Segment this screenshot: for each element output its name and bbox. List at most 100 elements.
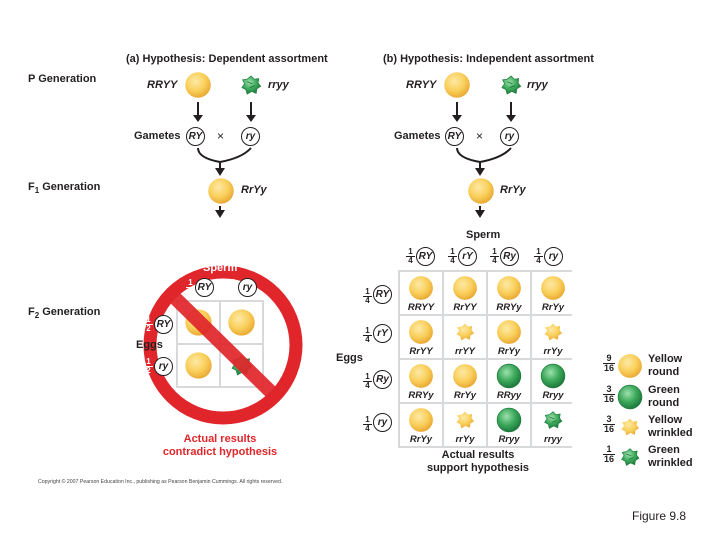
punnett-cell: rryy <box>532 404 574 446</box>
yellow-round-pea-icon <box>407 318 435 346</box>
punnett-cell: RrYY <box>400 316 442 358</box>
punnett-cell: RRYy <box>488 272 530 314</box>
copyright-notice: Copyright © 2007 Pearson Education Inc.,… <box>38 479 283 485</box>
yellow-round-pea-icon <box>451 362 479 390</box>
panel-a-sperm-1: RY <box>195 278 214 297</box>
panel-a-gametes-label: Gametes <box>134 130 181 142</box>
panel-b-sperm-1: RY <box>416 247 435 266</box>
yellow-round-pea-icon <box>495 318 523 346</box>
panel-b-egg-4: ry <box>373 413 392 432</box>
panel-a-egg-1: RY <box>154 315 173 334</box>
panel-a-sperm-2: ry <box>238 278 257 297</box>
panel-b-egg-3: Ry <box>373 370 392 389</box>
yellow-round-pea-icon <box>407 274 435 302</box>
punnett-cell: RrYy <box>532 272 574 314</box>
panel-b-egg-1: RY <box>373 285 392 304</box>
panel-a-parent-yellow-genotype: RRYY <box>147 79 178 91</box>
punnett-cell: Rryy <box>532 360 574 402</box>
punnett-cell-genotype: RRYy <box>408 390 434 401</box>
panel-b-cross-symbol: × <box>476 129 484 143</box>
panel-b-parent-green-genotype: rryy <box>527 79 548 91</box>
punnett-cell-genotype: RrYy <box>409 434 433 445</box>
green-wrinkled-pea-icon <box>541 408 565 432</box>
yellow-round-pea-icon <box>451 274 479 302</box>
punnett-cell: RrYy <box>400 404 442 446</box>
panel-a-f1-genotype: RrYy <box>241 184 267 196</box>
panel-b-gametes-label: Gametes <box>394 130 441 142</box>
punnett-cell-genotype: RrYy <box>541 302 565 313</box>
green-wrinkled-pea-icon <box>618 445 642 469</box>
punnett-cell-genotype: RrYy <box>453 390 477 401</box>
punnett-cell: rrYy <box>532 316 574 358</box>
prohibition-slash <box>168 291 278 399</box>
yellow-round-pea-icon <box>442 70 472 100</box>
green-round-pea-icon <box>495 362 523 390</box>
punnett-cell: rrYY <box>444 316 486 358</box>
yellow-round-pea-icon <box>539 274 567 302</box>
panel-b-f1-yellow-pea-icon <box>466 176 496 206</box>
punnett-cell: RRyy <box>488 360 530 402</box>
yellow-round-pea-icon <box>616 352 644 380</box>
green-round-pea-icon <box>539 362 567 390</box>
punnett-cell-genotype: rrYy <box>455 434 475 445</box>
panel-b-gamete-recessive: ry <box>500 127 519 146</box>
yellow-wrinkled-pea-icon <box>618 415 642 439</box>
punnett-cell-genotype: RRYy <box>496 302 522 313</box>
panel-b-egg-2: rY <box>373 324 392 343</box>
punnett-cell-genotype: RRyy <box>496 390 522 401</box>
yellow-round-pea-icon <box>407 406 435 434</box>
panel-a-gamete-dominant: RY <box>186 127 205 146</box>
f2-generation-label: F2 Generation <box>28 306 101 321</box>
punnett-cell-genotype: Rryy <box>542 390 564 401</box>
punnett-cell-genotype: rryy <box>544 434 562 445</box>
panel-b-sperm-3: Ry <box>500 247 519 266</box>
yellow-round-pea-icon <box>495 274 523 302</box>
green-round-pea-icon <box>495 406 523 434</box>
punnett-cell: RrYy <box>488 316 530 358</box>
green-wrinkled-pea-icon <box>498 72 524 98</box>
panel-b-arrows <box>452 102 516 218</box>
punnett-cell-genotype: RrYY <box>453 302 477 313</box>
green-wrinkled-pea-icon <box>238 72 264 98</box>
punnett-cell: RRYY <box>400 272 442 314</box>
punnett-cell-genotype: rrYy <box>543 346 563 357</box>
panel-a-parent-green-genotype: rryy <box>268 79 289 91</box>
punnett-cell-genotype: RrYy <box>497 346 521 357</box>
yellow-round-pea-icon <box>407 362 435 390</box>
yellow-wrinkled-pea-icon <box>453 320 477 344</box>
punnett-cell: rrYy <box>444 404 486 446</box>
panel-b-eggs-label: Eggs <box>336 352 363 364</box>
punnett-cell-genotype: rrYY <box>454 346 476 357</box>
panel-a-f1-yellow-pea-icon <box>206 176 236 206</box>
figure-label: Figure 9.8 <box>632 509 687 523</box>
punnett-cell-genotype: Rryy <box>498 434 520 445</box>
yellow-wrinkled-pea-icon <box>453 408 477 432</box>
green-round-pea-icon <box>616 383 644 411</box>
punnett-cell-genotype: RrYY <box>409 346 433 357</box>
panel-a-title: (a) Hypothesis: Dependent assortment <box>126 53 328 65</box>
panel-b-parent-yellow-genotype: RRYY <box>406 79 437 91</box>
punnett-cell: RrYy <box>444 360 486 402</box>
punnett-cell: RrYY <box>444 272 486 314</box>
panel-a-sperm-label: Sperm <box>203 262 238 274</box>
panel-a-cross-symbol: × <box>217 129 225 143</box>
